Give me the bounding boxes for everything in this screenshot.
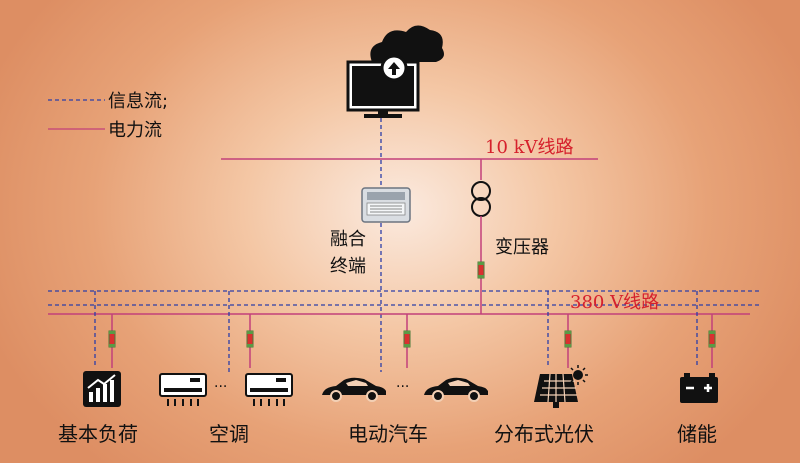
- transformer-icon: [471, 181, 491, 217]
- fusion-terminal-icon: [361, 187, 411, 223]
- solar-panel-icon: [534, 365, 588, 408]
- storage-label: 储能: [677, 422, 717, 446]
- air-conditioner-icon-2: [245, 373, 293, 407]
- air-conditioner-icon-1: [159, 373, 207, 407]
- legend-info-label: 信息流;: [108, 91, 168, 112]
- air-conditioner-label: 空调: [209, 422, 249, 446]
- car-icon-2: [423, 376, 489, 402]
- basic-load-label: 基本负荷: [58, 422, 138, 446]
- fusion-terminal-label-1: 融合: [330, 229, 366, 250]
- fusion-terminal-label-2: 终端: [330, 256, 366, 277]
- battery-icon: [680, 373, 718, 403]
- power-drop-basic: [108, 314, 116, 368]
- electric-vehicle-label: 电动汽车: [348, 422, 428, 446]
- power-drop-ac: [246, 314, 254, 368]
- distributed-pv-label: 分布式光伏: [494, 422, 594, 446]
- ac-ellipsis: ···: [214, 379, 227, 395]
- transformer-label: 变压器: [495, 237, 549, 258]
- power-drop-pv: [564, 314, 572, 368]
- transformer-breaker: [477, 261, 485, 279]
- cloud-monitor-icon: [346, 25, 444, 118]
- legend-power-label: 电力流: [108, 120, 162, 141]
- car-icon-1: [321, 376, 387, 402]
- line-10kv-label: 10 kV线路: [485, 137, 574, 158]
- line-380v-label: 380 V线路: [570, 292, 659, 313]
- power-drop-storage: [708, 314, 716, 368]
- ev-ellipsis: ···: [396, 379, 409, 395]
- power-drop-ev: [403, 314, 411, 368]
- chart-icon: [83, 371, 121, 407]
